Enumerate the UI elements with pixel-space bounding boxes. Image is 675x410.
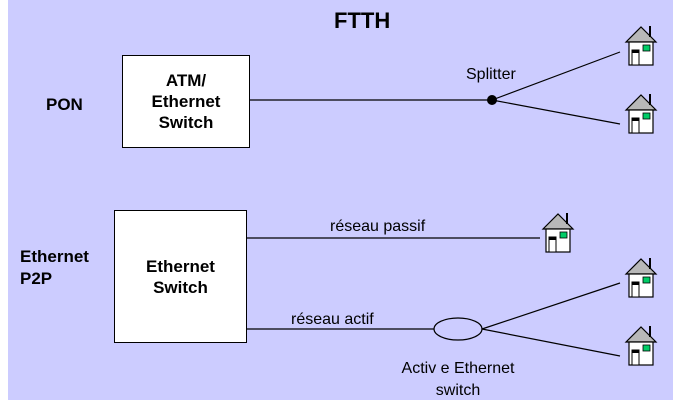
active-drop-line-1: [481, 282, 621, 330]
house-icon: [625, 257, 657, 298]
ethernet-switch-box: Ethernet Switch: [114, 210, 247, 343]
pon-section-label: PON: [46, 95, 83, 114]
active-ethernet-switch-node: [433, 317, 483, 341]
p2p-section-label: Ethernet P2P: [20, 246, 89, 290]
diagram-title: FTTH: [334, 8, 391, 33]
p2p-label-line-1: Ethernet: [20, 247, 89, 266]
ethernet-switch-line-2: Switch: [153, 277, 208, 297]
passive-network-label: réseau passif: [330, 218, 426, 235]
splitter-node: [487, 95, 497, 105]
active-switch-line-2: switch: [435, 382, 481, 399]
active-drop-line-2: [481, 328, 621, 357]
active-network-label: réseau actif: [291, 311, 374, 328]
house-icon: [542, 212, 574, 253]
pon-drop-line-2: [491, 99, 621, 125]
splitter-label: Splitter: [466, 66, 516, 83]
active-ethernet-switch-label: Activ e Ethernet switch: [383, 358, 533, 402]
ethernet-switch-line-1: Ethernet: [146, 256, 215, 276]
house-icon: [625, 325, 657, 366]
atm-switch-line-2: Ethernet: [151, 92, 221, 111]
atm-switch-line-3: Switch: [158, 113, 214, 132]
pon-drop-line-1: [491, 51, 621, 101]
house-icon: [625, 25, 657, 66]
atm-switch-line-1: ATM/: [165, 71, 207, 90]
house-icon: [625, 93, 657, 134]
p2p-label-line-2: P2P: [20, 269, 53, 288]
atm-ethernet-switch-box: ATM/ Ethernet Switch: [122, 55, 250, 148]
active-switch-line-1: Activ e Ethernet: [401, 360, 515, 377]
